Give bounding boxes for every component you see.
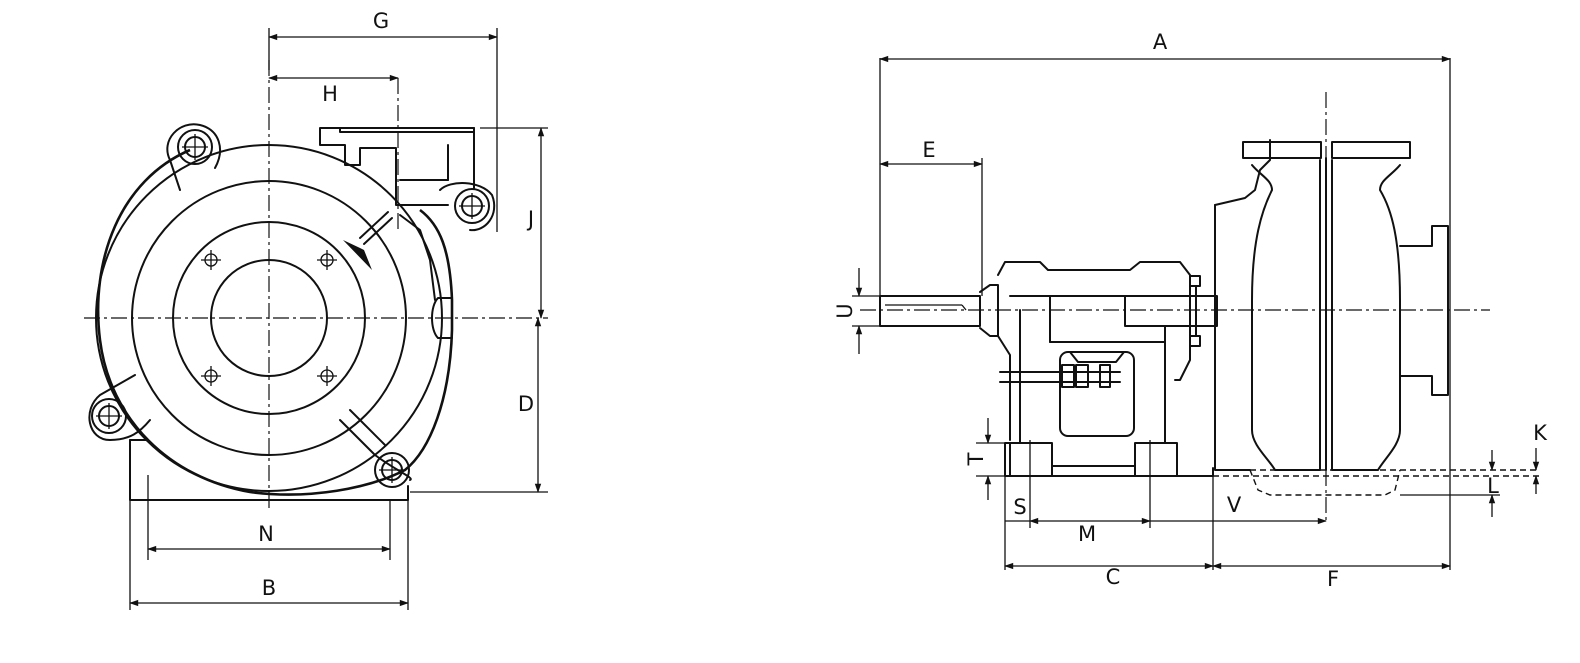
dimension-label-f: F bbox=[1327, 567, 1339, 591]
casing-lug-bottom-left bbox=[88, 374, 151, 441]
casing-lug-right bbox=[439, 182, 496, 232]
bearing-housing bbox=[997, 261, 1191, 381]
dimension-label-n: N bbox=[258, 522, 274, 546]
dimension-label-k: K bbox=[1533, 421, 1548, 445]
shaft-sleeve bbox=[1124, 295, 1218, 327]
discharge-flange-top bbox=[339, 127, 475, 133]
dimension-label-c: C bbox=[1106, 565, 1121, 589]
dimension-label-b: B bbox=[262, 576, 276, 600]
pedestal-base bbox=[1004, 309, 1214, 477]
bearing-housing-left bbox=[997, 335, 1011, 441]
discharge-outlet-body bbox=[319, 127, 475, 206]
base-foot bbox=[129, 439, 409, 501]
dimension-label-d: D bbox=[518, 392, 534, 416]
casing-inner-ring bbox=[95, 144, 443, 492]
dimension-label-j: J bbox=[526, 207, 534, 231]
casing-lug-bottom-right bbox=[339, 409, 412, 488]
casing-half-cover bbox=[1331, 159, 1401, 471]
dimension-label-v: V bbox=[1227, 493, 1242, 517]
discharge-flange-right bbox=[1331, 141, 1411, 159]
suction-flange bbox=[1399, 225, 1449, 396]
shaft-extension bbox=[879, 295, 981, 327]
bolt-circle-flange bbox=[172, 221, 366, 415]
casing-lug-top-left bbox=[166, 123, 221, 191]
dimension-label-t: T bbox=[964, 452, 988, 466]
discharge-flange-left bbox=[1242, 141, 1322, 159]
casing-half-frame bbox=[1251, 159, 1321, 471]
dimension-label-a: A bbox=[1153, 30, 1168, 54]
frame-plate-ring bbox=[131, 180, 407, 456]
casing-side-boss bbox=[431, 297, 453, 339]
dimension-label-g: G bbox=[373, 9, 389, 33]
pedestal-foot-left bbox=[1009, 442, 1053, 477]
volute-tongue bbox=[399, 214, 436, 301]
pedestal-foot-right bbox=[1134, 442, 1178, 477]
suction-bore bbox=[210, 259, 328, 377]
dimension-label-e: E bbox=[922, 138, 935, 162]
casing-outer-outline bbox=[96, 148, 454, 496]
shaft-seal bbox=[979, 284, 999, 337]
dimension-label-m: M bbox=[1078, 522, 1096, 546]
suction-bolt-holes bbox=[201, 250, 337, 386]
casing-frame-left bbox=[1214, 139, 1271, 206]
casing-foot-hidden bbox=[1249, 469, 1401, 496]
dimension-label-s: S bbox=[1013, 495, 1026, 519]
rotation-direction-arrow bbox=[343, 211, 393, 270]
dimension-label-l: L bbox=[1487, 474, 1499, 498]
front-view: G H J D N B bbox=[84, 9, 548, 610]
dimension-label-u: U bbox=[833, 303, 857, 318]
side-view: A E U T S M V C F bbox=[833, 30, 1548, 591]
dimension-label-h: H bbox=[322, 82, 338, 106]
bearing-window bbox=[1059, 351, 1135, 437]
